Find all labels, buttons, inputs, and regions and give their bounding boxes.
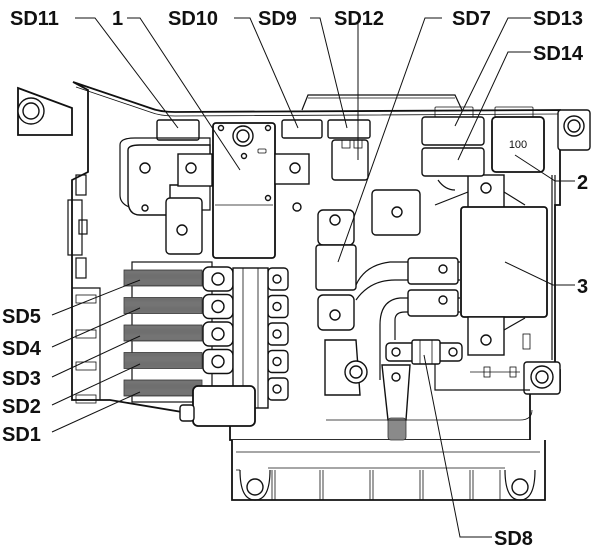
callout-sd9: SD9 <box>258 8 297 30</box>
fuse-sd11 <box>156 119 200 141</box>
callout-3: 3 <box>577 276 588 298</box>
upper-right-relays: 100 <box>421 106 545 191</box>
callout-sd10: SD10 <box>168 8 218 30</box>
fuse-sd1 <box>123 377 289 401</box>
callout-1: 1 <box>112 8 123 30</box>
fuse-sd8 <box>411 339 441 365</box>
callout-sd3: SD3 <box>2 368 41 390</box>
main-relay-block <box>119 122 310 259</box>
fuse-sd4 <box>123 293 289 320</box>
callout-sd5: SD5 <box>2 306 41 328</box>
fuse-sd5 <box>123 266 289 292</box>
callout-sd2: SD2 <box>2 396 41 418</box>
callout-sd8: SD8 <box>494 528 533 550</box>
fuse-sd2 <box>123 348 289 375</box>
callout-sd4: SD4 <box>2 338 42 360</box>
fuse-sd14 <box>421 147 485 177</box>
fuse-sd3 <box>123 321 289 347</box>
callout-sd13: SD13 <box>533 8 583 30</box>
bottom-ribs <box>268 467 505 500</box>
fuse-cap-sd1 <box>192 385 256 427</box>
fuse-strip <box>123 261 289 427</box>
callout-sd11: SD11 <box>10 8 59 30</box>
top-fuses <box>156 119 371 181</box>
module-3 <box>434 174 548 391</box>
module-box-3 <box>460 206 548 318</box>
bus-bar-sd7 <box>315 189 460 380</box>
relay-marking: 100 <box>509 139 527 151</box>
fuse-sd9 <box>327 119 371 139</box>
fuse-sd13 <box>421 116 485 146</box>
lower-connector <box>324 339 533 441</box>
fuse-sd10 <box>281 119 323 139</box>
callout-2: 2 <box>577 172 588 194</box>
callout-sd7: SD7 <box>452 8 491 30</box>
relay-2 <box>491 116 545 173</box>
callout-sd12: SD12 <box>334 8 384 30</box>
callout-sd14: SD14 <box>533 43 584 65</box>
callout-labels: SD11 1 SD10 SD9 SD12 SD7 SD13 SD14 2 3 S… <box>2 8 588 550</box>
callout-sd1: SD1 <box>2 424 41 446</box>
leader-lines <box>51 17 575 538</box>
